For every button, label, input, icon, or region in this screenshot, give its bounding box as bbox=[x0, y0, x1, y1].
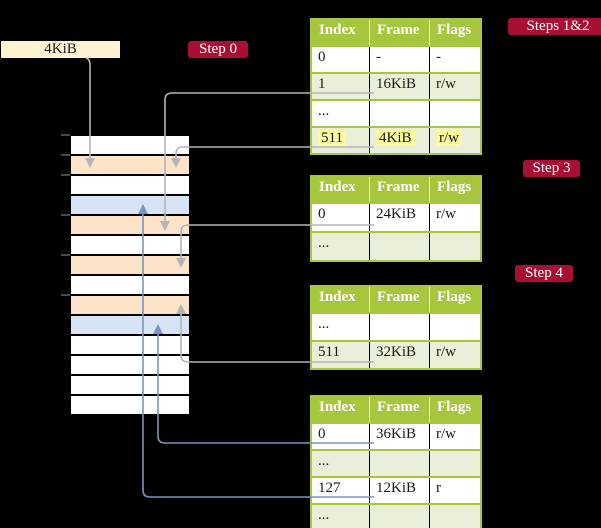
table-cell bbox=[369, 101, 429, 126]
page-size-label: 4KiB bbox=[1, 41, 120, 58]
column-header-index: Index bbox=[319, 289, 356, 305]
table-cell: ... bbox=[318, 453, 330, 469]
table-cell bbox=[369, 505, 429, 528]
table-row: ... bbox=[312, 312, 480, 340]
memory-row-free bbox=[70, 355, 190, 375]
memory-row-free bbox=[70, 135, 190, 155]
memory-tick bbox=[61, 134, 70, 136]
table-cell: 0 bbox=[318, 206, 326, 222]
memory-row-free bbox=[70, 275, 190, 295]
table-cell: 127 bbox=[318, 480, 341, 496]
memory-tick bbox=[61, 214, 70, 216]
table-cell: ... bbox=[318, 507, 330, 523]
memory-row-page bbox=[70, 315, 190, 335]
table-row: ... bbox=[312, 99, 480, 126]
table-cell: 24KiB bbox=[369, 204, 429, 231]
table-cell: 511 bbox=[318, 344, 340, 360]
step-0-badge: Step 0 bbox=[188, 41, 248, 58]
table-cell: 1 bbox=[318, 76, 326, 92]
memory-row-free bbox=[70, 235, 190, 255]
table-cell bbox=[369, 233, 429, 260]
highlighted-cell-text: 4KiB bbox=[376, 130, 415, 146]
table-cell: 32KiB bbox=[369, 342, 429, 368]
highlighted-cell-text: r/w bbox=[436, 130, 462, 146]
table-cell bbox=[369, 451, 429, 476]
table-cell: 0 bbox=[318, 49, 326, 65]
memory-tick bbox=[61, 254, 70, 256]
table-row: ... bbox=[312, 503, 480, 528]
physical-memory-column bbox=[70, 135, 190, 415]
table-cell: - bbox=[369, 47, 429, 72]
table-cell: - bbox=[429, 47, 480, 72]
memory-row-free bbox=[70, 175, 190, 195]
memory-row-ptbl bbox=[70, 255, 190, 275]
steps-1-2-badge: Steps 1&2 bbox=[508, 18, 601, 35]
table-cell: 36KiB bbox=[369, 424, 429, 449]
table-cell: 4KiB bbox=[369, 128, 429, 153]
table-cell: r/w bbox=[429, 128, 480, 153]
column-header-flags: Flags bbox=[429, 397, 480, 422]
table-cell: r/w bbox=[429, 424, 480, 449]
memory-row-ptbl bbox=[70, 215, 190, 235]
memory-row-free bbox=[70, 335, 190, 355]
column-header-frame: Frame bbox=[369, 177, 429, 202]
column-header-frame: Frame bbox=[369, 397, 429, 422]
table-cell: ... bbox=[318, 316, 330, 332]
memory-tick bbox=[61, 174, 70, 176]
table-cell: 511 bbox=[312, 128, 369, 153]
column-header-index: Index bbox=[319, 179, 356, 195]
table-cell bbox=[429, 451, 480, 476]
column-header-frame: Frame bbox=[369, 20, 429, 45]
memory-row-free bbox=[70, 375, 190, 395]
table-cell: 16KiB bbox=[369, 74, 429, 99]
table-row: 0 -- bbox=[312, 45, 480, 72]
table-cell bbox=[369, 314, 429, 340]
column-header-flags: Flags bbox=[429, 177, 480, 202]
memory-row-ptbl bbox=[70, 155, 190, 175]
step-4-badge: Step 4 bbox=[515, 265, 573, 282]
column-header-index: Index bbox=[319, 399, 356, 415]
table-row: 511 4KiB r/w bbox=[312, 126, 480, 153]
step-3-badge: Step 3 bbox=[523, 160, 580, 177]
table-cell bbox=[429, 233, 480, 260]
table-cell bbox=[429, 101, 480, 126]
memory-tick bbox=[61, 154, 70, 156]
column-header-frame: Frame bbox=[369, 287, 429, 312]
table-cell: r/w bbox=[429, 342, 480, 368]
table-cell: r/w bbox=[429, 74, 480, 99]
table-cell: ... bbox=[318, 103, 330, 119]
table-cell: ... bbox=[318, 235, 330, 251]
column-header-flags: Flags bbox=[429, 287, 480, 312]
highlighted-cell-text: 511 bbox=[318, 130, 346, 146]
table-cell bbox=[429, 505, 480, 528]
table-row: ... bbox=[312, 449, 480, 476]
table-cell: r/w bbox=[429, 204, 480, 231]
memory-row-ptbl bbox=[70, 295, 190, 315]
memory-row-page bbox=[70, 195, 190, 215]
table-cell: 12KiB bbox=[369, 478, 429, 503]
table-cell: r bbox=[429, 478, 480, 503]
memory-row-free bbox=[70, 395, 190, 415]
column-header-flags: Flags bbox=[429, 20, 480, 45]
table-cell: 0 bbox=[318, 426, 326, 442]
memory-tick bbox=[61, 294, 70, 296]
table-row: ... bbox=[312, 231, 480, 260]
column-header-index: Index bbox=[319, 22, 356, 38]
table-cell bbox=[429, 314, 480, 340]
